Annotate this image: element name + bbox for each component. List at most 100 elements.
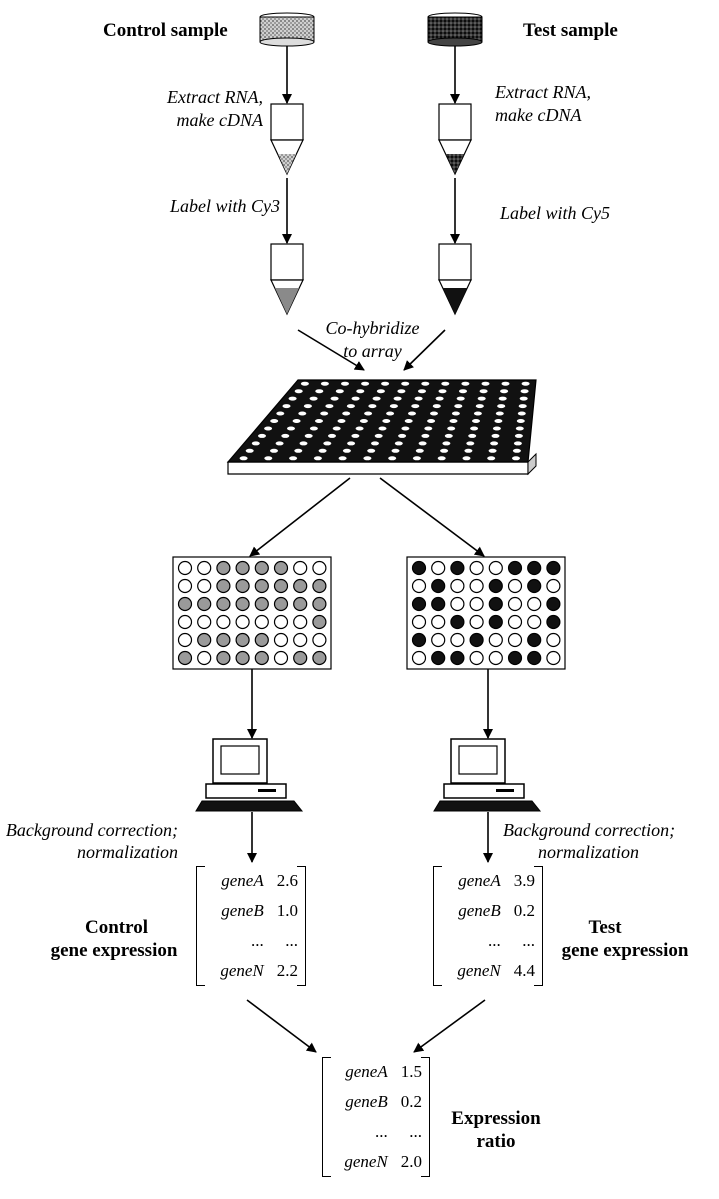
spot bbox=[197, 614, 212, 630]
array-spot bbox=[318, 448, 327, 453]
spot bbox=[273, 560, 289, 576]
spot bbox=[235, 596, 250, 612]
gene-name: geneA bbox=[458, 871, 501, 890]
spot bbox=[488, 578, 503, 594]
control-sample-label: Control sample bbox=[103, 20, 228, 41]
array-spot bbox=[462, 456, 471, 461]
array-spot bbox=[442, 441, 451, 446]
spot bbox=[507, 614, 523, 630]
matrix-row: geneN 2.0 bbox=[322, 1147, 430, 1177]
spot bbox=[527, 632, 542, 648]
array-spot bbox=[281, 433, 290, 438]
spot bbox=[177, 614, 193, 630]
array-spot bbox=[415, 448, 424, 453]
matrix-row: geneB 0.2 bbox=[433, 896, 543, 926]
spot bbox=[293, 560, 308, 576]
array-spot bbox=[342, 448, 351, 453]
array-spot bbox=[300, 381, 309, 386]
array-spot bbox=[388, 456, 397, 461]
test-expression-matrix: geneA 3.9 geneB 0.2 ... ... geneN 4.4 bbox=[433, 866, 543, 986]
spot bbox=[411, 614, 427, 630]
gene-value: ... bbox=[522, 931, 535, 950]
array-spot bbox=[481, 381, 490, 386]
matrix-row: geneN 2.2 bbox=[196, 956, 306, 986]
flow-arrow bbox=[403, 329, 446, 371]
spot bbox=[431, 578, 446, 594]
spot bbox=[293, 596, 308, 612]
spot bbox=[312, 632, 327, 648]
control-expression-matrix: geneA 2.6 geneB 1.0 ... ... geneN 2.2 bbox=[196, 866, 306, 986]
spot bbox=[546, 560, 561, 576]
array-spot bbox=[500, 389, 509, 394]
array-spot bbox=[341, 381, 349, 386]
bg-correction-right-line2: normalization bbox=[538, 842, 640, 862]
sample-dish-icon bbox=[427, 12, 483, 47]
spot bbox=[488, 632, 503, 648]
array-spot bbox=[364, 411, 373, 416]
spot bbox=[527, 596, 542, 612]
array-spot bbox=[351, 433, 360, 438]
array-spot bbox=[239, 456, 248, 461]
gene-name: ... bbox=[488, 931, 501, 950]
spot bbox=[235, 632, 250, 648]
gene-value: 3.9 bbox=[513, 871, 535, 890]
array-spot bbox=[294, 448, 303, 453]
spot bbox=[235, 650, 250, 666]
array-spot bbox=[328, 433, 336, 438]
array-spot bbox=[468, 433, 477, 438]
matrix-bracket-right bbox=[421, 1057, 430, 1177]
spot bbox=[546, 578, 561, 594]
array-spot bbox=[381, 381, 390, 386]
spot bbox=[411, 560, 427, 576]
array-spot bbox=[418, 389, 426, 394]
spot bbox=[293, 614, 308, 630]
array-spot bbox=[346, 404, 355, 409]
test-sample-label: Test sample bbox=[523, 20, 618, 41]
array-spot bbox=[287, 426, 295, 431]
spot bbox=[216, 614, 231, 630]
spot bbox=[177, 650, 193, 666]
computer-icon bbox=[433, 738, 542, 812]
array-spot bbox=[304, 433, 313, 438]
tube-icon bbox=[438, 103, 472, 175]
array-spot bbox=[412, 456, 421, 461]
spot bbox=[312, 614, 327, 630]
spot bbox=[546, 632, 561, 648]
spot bbox=[254, 632, 269, 648]
array-spot bbox=[397, 389, 406, 394]
spot bbox=[488, 614, 503, 630]
spot bbox=[254, 560, 269, 576]
gene-name: geneN bbox=[457, 961, 501, 980]
array-spot bbox=[367, 448, 376, 453]
array-spot bbox=[363, 456, 372, 461]
gene-name: geneN bbox=[220, 961, 264, 980]
array-spot bbox=[376, 389, 385, 394]
array-spot bbox=[245, 448, 254, 453]
array-spot bbox=[459, 389, 467, 394]
array-spot bbox=[519, 396, 528, 401]
flow-arrow bbox=[246, 999, 317, 1053]
array-spot bbox=[491, 433, 500, 438]
test-spot-grid bbox=[406, 556, 566, 670]
array-spot bbox=[389, 404, 398, 409]
array-spot bbox=[475, 404, 484, 409]
bg-correction-left-line2: normalization bbox=[76, 842, 178, 862]
spot bbox=[527, 614, 542, 630]
gene-value: 1.5 bbox=[400, 1062, 422, 1081]
spot bbox=[546, 614, 561, 630]
array-spot bbox=[401, 381, 410, 386]
spot bbox=[312, 578, 327, 594]
cohybridize-line1: Co-hybridize bbox=[325, 318, 420, 338]
extract-rna-left-line1: Extract RNA, bbox=[167, 87, 263, 107]
array-spot bbox=[299, 441, 308, 446]
array-spot bbox=[449, 419, 458, 423]
array-spot bbox=[323, 441, 332, 446]
array-spot bbox=[494, 419, 503, 423]
spot bbox=[450, 578, 465, 594]
array-spot bbox=[282, 404, 291, 409]
array-spot bbox=[495, 411, 504, 416]
array-spot bbox=[289, 456, 298, 461]
matrix-row: ... ... bbox=[433, 926, 543, 956]
spot bbox=[507, 596, 523, 612]
array-spot bbox=[337, 419, 346, 423]
